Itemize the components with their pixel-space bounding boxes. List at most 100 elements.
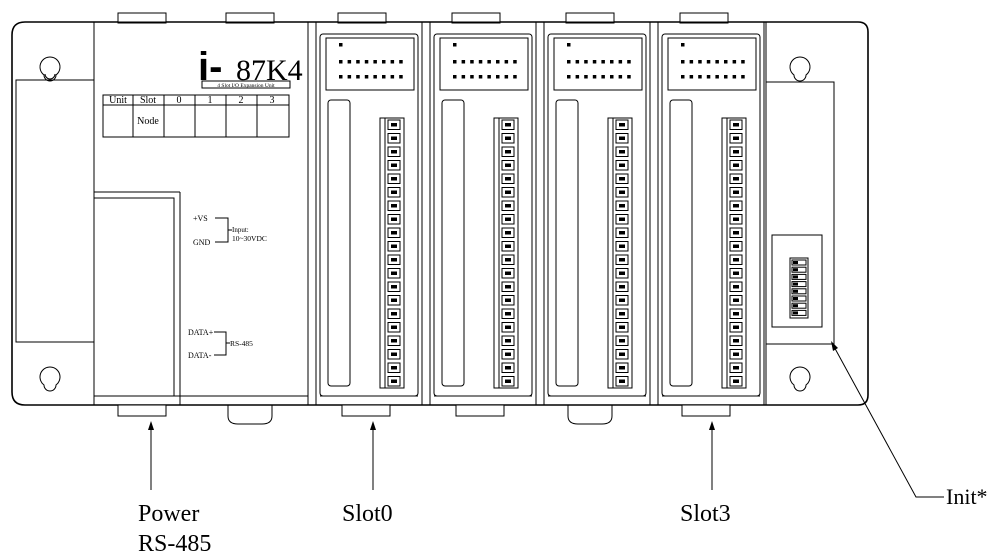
dip-switch-position [791, 295, 807, 302]
io-slot-3 [657, 21, 765, 406]
terminal-screw [729, 160, 743, 171]
terminal-screw [615, 322, 629, 333]
terminal-screw [615, 160, 629, 171]
terminal-screw [615, 308, 629, 319]
led-indicator [567, 75, 571, 79]
led-indicator [487, 75, 491, 79]
led-window [553, 37, 643, 91]
led-indicator [513, 60, 517, 64]
terminal-screw [729, 268, 743, 279]
terminal-screw [615, 268, 629, 279]
terminal-screw [615, 295, 629, 306]
callout-init: Init* [831, 341, 988, 509]
terminal-screw [729, 146, 743, 157]
callout-power: Power RS-485 [138, 421, 211, 557]
led-indicator [627, 75, 631, 79]
led-indicator [478, 60, 483, 64]
led-indicator [453, 43, 457, 47]
mount-hole-top-left [39, 56, 61, 82]
led-indicator [339, 75, 343, 79]
led-indicator [618, 75, 623, 79]
label-slot [555, 99, 579, 387]
data-plus-label: DATA+ [188, 328, 214, 337]
led-indicator [741, 60, 745, 64]
terminal-screw [501, 362, 515, 373]
terminal-screw [729, 254, 743, 265]
led-indicator [584, 60, 588, 64]
led-indicator [364, 60, 369, 64]
terminal-screw [501, 227, 515, 238]
led-indicator [627, 60, 631, 64]
led-indicator [478, 75, 483, 79]
terminal-screw [615, 227, 629, 238]
callout-slot3-label: Slot3 [680, 501, 731, 527]
terminal-screw [615, 241, 629, 252]
rs485-terminal: DATA+ DATA- RS-485 [188, 328, 253, 360]
terminal-screw [615, 133, 629, 144]
terminal-screw [615, 254, 629, 265]
terminal-screw [501, 268, 515, 279]
terminal-screw [729, 281, 743, 292]
terminal-screw [729, 241, 743, 252]
model-label: i- 87K4 4 Slot I/O Expansion Unit [198, 45, 303, 89]
led-indicator [461, 60, 466, 64]
led-indicator [504, 60, 509, 64]
vs-label: +VS [193, 214, 208, 223]
led-indicator [610, 60, 614, 64]
terminal-screw [729, 376, 743, 387]
terminal-screw [729, 200, 743, 211]
terminal-screw [615, 362, 629, 373]
table-header-2: 2 [239, 95, 244, 106]
led-indicator [681, 75, 685, 79]
led-indicator [567, 60, 571, 64]
led-indicator [487, 60, 491, 64]
led-indicator [724, 75, 728, 79]
mount-hole-top-right [789, 56, 811, 82]
led-indicator [732, 75, 737, 79]
led-indicator [382, 60, 386, 64]
led-indicator [453, 75, 457, 79]
led-indicator [496, 75, 500, 79]
table-header-3: 3 [270, 95, 275, 106]
led-indicator [390, 75, 395, 79]
terminal-screw [615, 214, 629, 225]
terminal-screw [501, 241, 515, 252]
terminal-screw [729, 133, 743, 144]
terminal-screw [501, 322, 515, 333]
led-indicator [373, 60, 377, 64]
led-indicator [575, 75, 580, 79]
dip-switch-position [791, 309, 807, 316]
led-indicator [689, 75, 694, 79]
terminal-screw [501, 146, 515, 157]
bottom-connectors [117, 404, 731, 425]
mount-hole-bottom-right [789, 366, 811, 392]
led-indicator [592, 60, 597, 64]
table-header-unit: Unit [109, 95, 127, 106]
io-slot-0 [315, 21, 423, 406]
callout-slot0-label: Slot0 [342, 501, 393, 527]
terminal-block [379, 117, 405, 389]
terminal-screw [729, 214, 743, 225]
terminal-screw [387, 146, 401, 157]
callout-power-label: Power [138, 501, 199, 527]
callout-init-label: Init* [946, 484, 988, 509]
led-indicator [698, 75, 702, 79]
led-indicator [373, 75, 377, 79]
terminal-screw [729, 295, 743, 306]
terminal-block [721, 117, 747, 389]
data-minus-label: DATA- [188, 351, 212, 360]
led-indicator [706, 60, 711, 64]
led-indicator [681, 60, 685, 64]
led-indicator [610, 75, 614, 79]
input-label: Input: [232, 226, 249, 234]
led-indicator [584, 75, 588, 79]
led-indicator [339, 60, 343, 64]
power-terminal: +VS GND Input: 10~30VDC [193, 214, 267, 247]
dip-switch-position [791, 266, 807, 273]
terminal-screw [615, 146, 629, 157]
terminal-screw [501, 133, 515, 144]
led-indicator [339, 43, 343, 47]
led-indicator [689, 60, 694, 64]
dip-switch-position [791, 288, 807, 295]
